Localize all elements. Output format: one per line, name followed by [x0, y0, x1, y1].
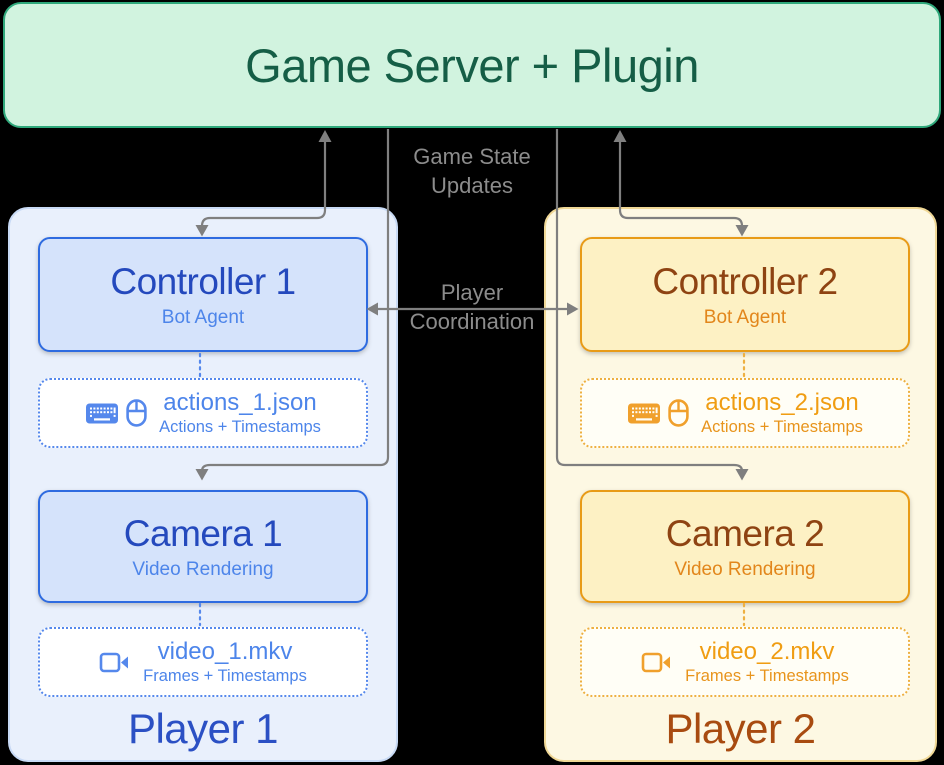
video-file-2-box: video_2.mkv Frames + Timestamps: [580, 627, 910, 697]
controller-1-box: Controller 1 Bot Agent: [38, 237, 368, 352]
input-device-icons: [85, 399, 147, 427]
game-server-title: Game Server + Plugin: [245, 38, 699, 92]
actions-file-1-name: actions_1.json: [163, 389, 317, 416]
controller-1-subtitle: Bot Agent: [161, 306, 245, 328]
controller-2-title: Controller 2: [652, 260, 838, 302]
controller-1-title: Controller 1: [110, 260, 296, 302]
video-icons: [99, 650, 131, 675]
video-file-1-box: video_1.mkv Frames + Timestamps: [38, 627, 368, 697]
keyboard-icon: [86, 403, 119, 423]
video-file-2-text: video_2.mkv Frames + Timestamps: [685, 638, 849, 686]
actions-file-1-box: actions_1.json Actions + Timestamps: [38, 378, 368, 448]
game-server-box: Game Server + Plugin: [3, 2, 941, 128]
actions-file-2-text: actions_2.json Actions + Timestamps: [701, 389, 863, 437]
player-1-label: Player 1: [127, 705, 279, 752]
video-file-1-subtitle: Frames + Timestamps: [143, 667, 307, 685]
video-camera-icon: [99, 652, 129, 672]
actions-file-2-subtitle: Actions + Timestamps: [701, 418, 863, 436]
camera-2-subtitle: Video Rendering: [674, 558, 816, 580]
actions-file-2-box: actions_2.json Actions + Timestamps: [580, 378, 910, 448]
arrowhead-up-server1: [318, 130, 332, 142]
mouse-icon: [126, 399, 147, 427]
video-icons: [641, 650, 673, 675]
video-file-2-name: video_2.mkv: [699, 638, 835, 665]
player-2-panel: Controller 2 Bot Agent: [544, 207, 937, 762]
video-file-2-subtitle: Frames + Timestamps: [685, 667, 849, 685]
video-camera-icon: [641, 652, 671, 672]
camera-1-subtitle: Video Rendering: [132, 558, 274, 580]
actions-file-2-name: actions_2.json: [705, 389, 859, 416]
arrowhead-up-server2: [613, 130, 627, 142]
player-2-label: Player 2: [665, 705, 816, 752]
video-file-1-text: video_1.mkv Frames + Timestamps: [143, 638, 307, 686]
camera-1-box: Camera 1 Video Rendering: [38, 490, 368, 603]
camera-1-title: Camera 1: [123, 512, 283, 554]
camera-2-box: Camera 2 Video Rendering: [580, 490, 910, 603]
keyboard-icon: [628, 403, 661, 423]
controller-2-subtitle: Bot Agent: [703, 306, 787, 328]
actions-file-1-subtitle: Actions + Timestamps: [159, 418, 321, 436]
controller-2-box: Controller 2 Bot Agent: [580, 237, 910, 352]
player-coordination-label: Player Coordination: [409, 280, 535, 334]
player-1-panel: Controller 1 Bot Agent: [8, 207, 398, 762]
camera-2-title: Camera 2: [665, 512, 825, 554]
game-state-updates-label: Game State Updates: [413, 144, 531, 198]
actions-file-1-text: actions_1.json Actions + Timestamps: [159, 389, 321, 437]
mouse-icon: [668, 399, 689, 427]
input-device-icons: [627, 399, 689, 427]
video-file-1-name: video_1.mkv: [157, 638, 293, 665]
